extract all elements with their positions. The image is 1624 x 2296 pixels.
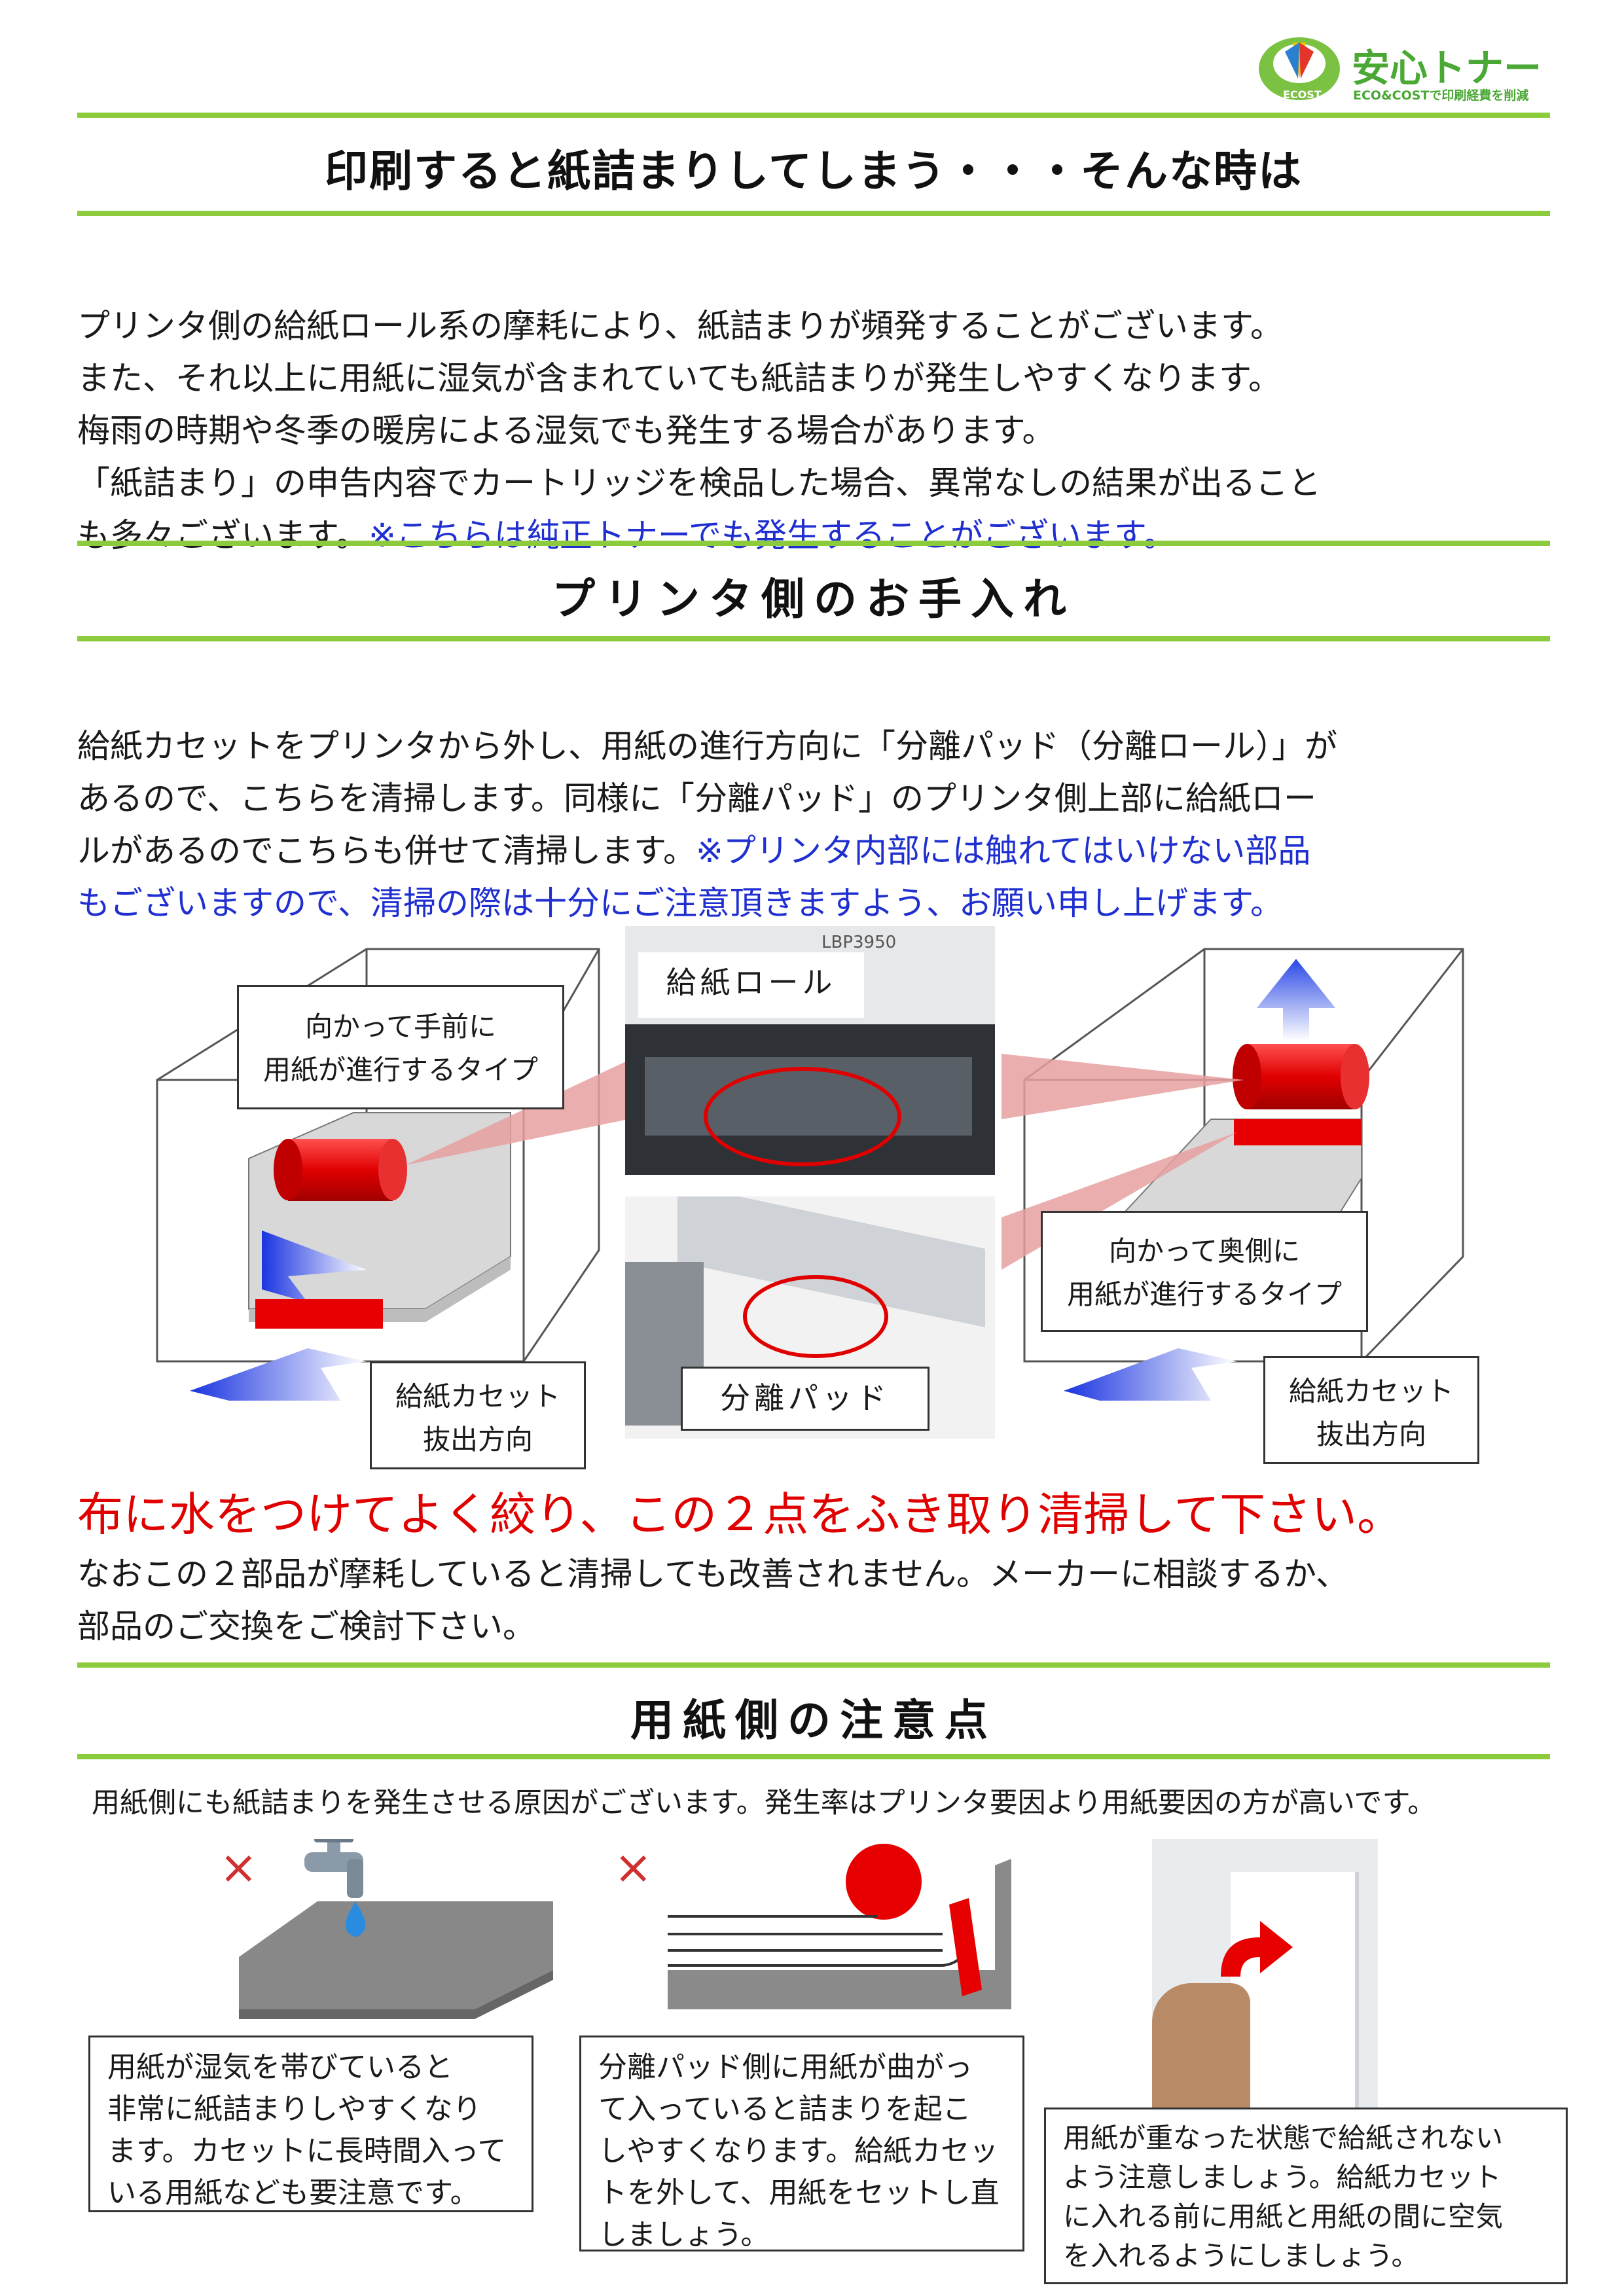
divider-6 xyxy=(77,1754,1550,1759)
left-front-arrow xyxy=(262,1230,367,1302)
pad-highlight-circle xyxy=(743,1275,888,1358)
left-roll xyxy=(274,1139,407,1201)
right-up-arrow xyxy=(1257,959,1335,1041)
pad-label: 分離パッド xyxy=(681,1367,929,1431)
cassette-label-left: 給紙カセット 抜出方向 xyxy=(370,1361,586,1469)
back-type-label: 向かって奥側に 用紙が進行するタイプ xyxy=(1041,1211,1368,1332)
bent-paper-illustration xyxy=(668,1844,1011,2009)
roll-circle xyxy=(846,1844,922,1920)
left-callout-ray xyxy=(406,1060,628,1165)
curved-arrow-icon xyxy=(1221,1921,1293,1977)
section1-title: 印刷すると紙詰まりしてしまう・・・そんな時は xyxy=(324,146,1303,196)
section3-title: 用紙側の注意点 xyxy=(630,1695,997,1746)
divider-3 xyxy=(77,541,1550,546)
section2-title: プリンタ側のお手入れ xyxy=(552,574,1075,624)
divider-1 xyxy=(77,113,1550,118)
right-pad xyxy=(1234,1119,1362,1145)
logo-tagline: ECO&COSTで印刷経費を削減 xyxy=(1353,88,1529,103)
instruction-body: なおこの２部品が摩耗していると清掃しても改善されません。メーカーに相談するか、 … xyxy=(77,1555,1348,1645)
logo-brand: 安心トナー xyxy=(1352,46,1542,90)
section1-body: プリンタ側の給紙ロール系の摩耗により、紙詰まりが頻発することがございます。 また… xyxy=(77,247,1557,562)
photo-hand xyxy=(1152,1983,1250,2121)
section1-note: ※こちらは純正トナーでも発生することがございます。 xyxy=(369,516,1176,554)
section2-text: 給紙カセットをプリンタから外し、用紙の進行方向に「分離パッド（分離ロール）」が … xyxy=(77,727,1337,870)
section2-note-1: ※プリンタ内部には触れてはいけない部品 xyxy=(696,832,1311,870)
moisture-note: 用紙が湿気を帯びていると 非常に紙詰まりしやすくなり ます。カセットに長時間入っ… xyxy=(88,2036,533,2212)
roll-highlight-circle xyxy=(704,1067,901,1166)
cassette-label-right: 給紙カセット 抜出方向 xyxy=(1263,1356,1479,1464)
section2-note-2: もございますので、清掃の際は十分にご注意頂きますよう、お願い申し上げます。 xyxy=(77,884,1283,922)
photo-model-label: LBP3950 xyxy=(821,933,897,952)
wrong-mark-2: × xyxy=(614,1840,653,1894)
paper-stack-photo xyxy=(1152,1839,1378,2121)
section2-body: 給紙カセットをプリンタから外し、用紙の進行方向に「分離パッド（分離ロール）」が … xyxy=(77,668,1557,929)
roll-label: 給紙ロール xyxy=(638,952,864,1018)
divider-2 xyxy=(77,211,1550,216)
divider-5 xyxy=(77,1662,1550,1668)
divider-4 xyxy=(77,636,1550,641)
faucet-icon xyxy=(304,1839,363,1898)
section1-text: プリンタ側の給紙ロール系の摩耗により、紙詰まりが頻発することがございます。 また… xyxy=(77,307,1321,554)
moisture-illustration xyxy=(239,1839,553,2019)
left-cassette-arrow xyxy=(190,1348,367,1401)
front-type-label: 向かって手前に 用紙が進行するタイプ xyxy=(237,985,564,1109)
logo-badge: ECOST xyxy=(1283,88,1322,101)
water-drop-icon xyxy=(345,1901,366,1937)
right-roll xyxy=(1233,1044,1369,1109)
left-pad xyxy=(255,1299,383,1329)
section3-intro: 用紙側にも紙詰まりを発生させる原因がございます。発生率はプリンタ要因より用紙要因… xyxy=(92,1787,1436,1820)
separation-pad xyxy=(949,1898,982,1996)
bent-paper-note: 分離パッド側に用紙が曲がっ て入っていると詰まりを起こ しやすくなります。給紙カ… xyxy=(579,2036,1024,2251)
logo: ECOST 安心トナー ECO&COSTで印刷経費を削減 xyxy=(1254,29,1568,108)
stacked-paper-note: 用紙が重なった状態で給紙されない よう注意しましょう。給紙カセット に入れる前に… xyxy=(1044,2108,1568,2284)
right-cassette-arrow xyxy=(1064,1348,1237,1401)
photo-paper-block xyxy=(1231,1872,1359,2114)
instruction-headline: 布に水をつけてよく絞り、この２点をふき取り清掃して下さい。 xyxy=(77,1488,1403,1541)
wrong-mark-1: × xyxy=(219,1840,258,1894)
right-callout-ray-top xyxy=(1001,1054,1244,1119)
logo-mark: ECOST xyxy=(1259,37,1340,101)
